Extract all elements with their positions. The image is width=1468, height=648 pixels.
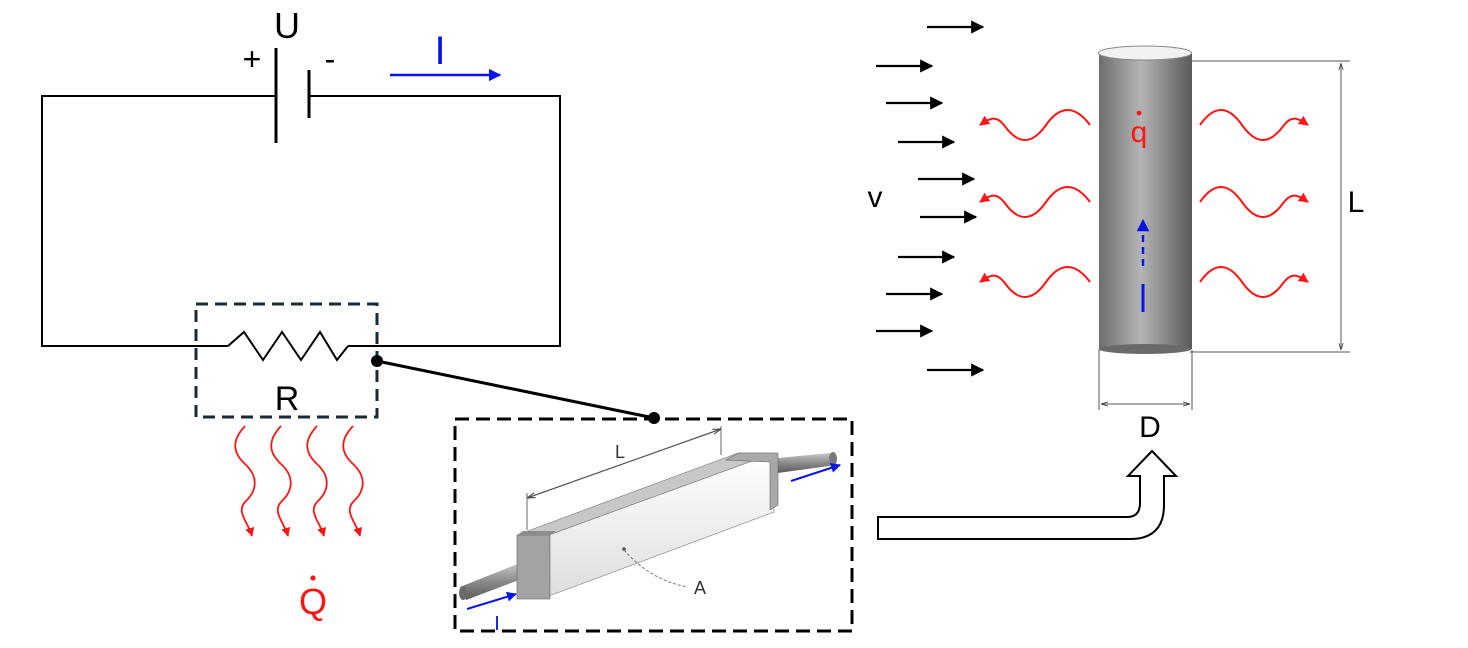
cylinder-bottom (1098, 344, 1192, 354)
electric-circuit: U + - I R Q (41, 5, 660, 622)
plus-sign: + (243, 41, 262, 77)
wire-detail: L A I (453, 417, 854, 635)
cylinder-length-label: L (1348, 186, 1365, 219)
velocity-label: v (868, 181, 883, 214)
heat-rate-dot (310, 575, 316, 581)
heat-wave (270, 425, 292, 537)
area-point (622, 547, 626, 551)
heat-flux-dot (1136, 110, 1142, 116)
wire-left (460, 563, 532, 600)
bar-endcap-left-side (517, 531, 556, 535)
heat-wave-right (1199, 109, 1309, 141)
current-label-circuit: I (434, 29, 445, 73)
length-dimension-line (527, 429, 721, 498)
wire-detail-dashed-box (453, 417, 854, 633)
circuit-wire-right (309, 95, 561, 347)
heat-rate-label: Q (299, 581, 327, 622)
cylinder-body (1099, 53, 1192, 349)
heat-wave (342, 425, 364, 537)
circuit-wire-left (41, 95, 275, 347)
cylinder-crossflow: v q I L D (868, 20, 1365, 444)
wire-current-arrow-out (790, 463, 841, 482)
current-label-wire: I (494, 613, 500, 635)
heat-wave-left (979, 266, 1091, 298)
bar-face (548, 452, 775, 597)
wire-length-label: L (615, 442, 625, 462)
heat-wave-left (979, 186, 1091, 218)
heat-wave-left (979, 109, 1091, 141)
wire-right (778, 453, 836, 473)
heat-wave-right (1199, 186, 1309, 218)
wire-current-arrow-in (466, 591, 517, 610)
cylinder-top (1098, 45, 1192, 61)
resistor-label: R (275, 380, 300, 418)
heat-flux-label: q (1131, 116, 1148, 149)
minus-sign: - (325, 41, 336, 77)
transition-arrow (877, 449, 1179, 540)
heat-wave-right (1199, 266, 1309, 298)
heat-wave (234, 425, 256, 537)
heat-waves (234, 425, 364, 537)
bar-endcap-right (724, 452, 779, 511)
cylinder-heat-waves (979, 109, 1309, 298)
bar-endcap-left (516, 534, 551, 600)
diameter-label: D (1139, 411, 1161, 444)
area-leader (623, 549, 689, 588)
voltage-label: U (274, 5, 300, 46)
heat-wave (306, 425, 328, 537)
flow-arrows (876, 20, 985, 377)
resistor-zigzag (227, 330, 349, 362)
wire-right-end (829, 452, 837, 466)
cross-section-label: A (694, 578, 706, 598)
wire-left-end (459, 586, 467, 600)
connector-line (376, 359, 655, 420)
